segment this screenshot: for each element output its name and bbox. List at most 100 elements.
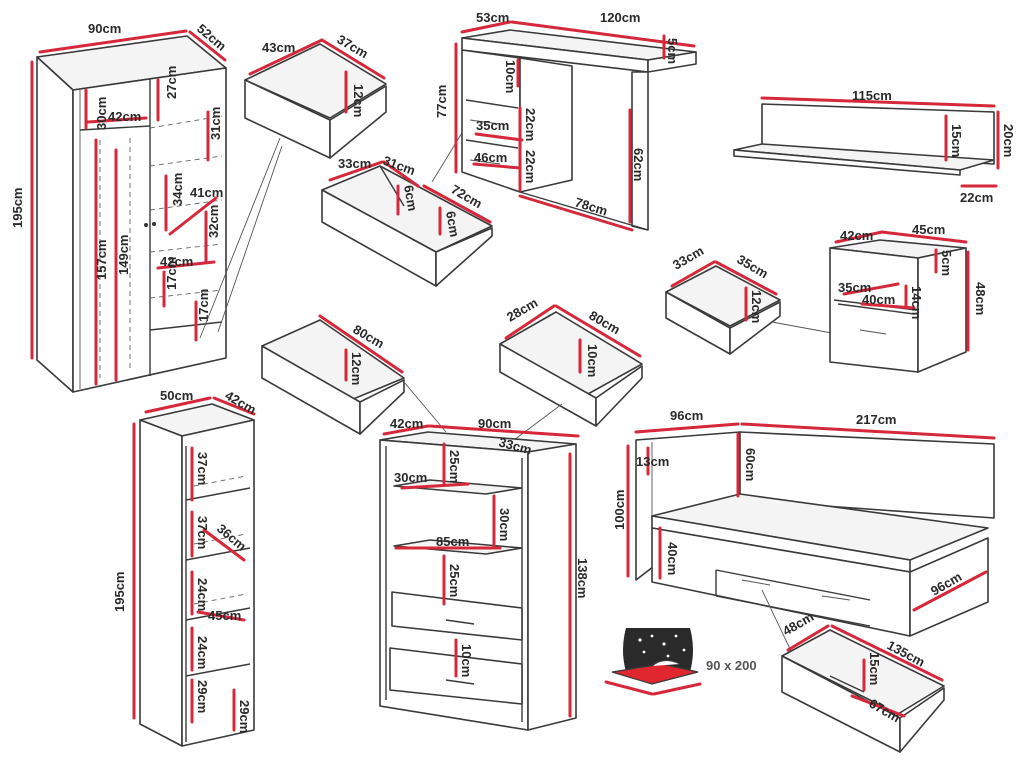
wardrobe-31-label: 31cm: [208, 107, 223, 140]
tall-29a-label: 29cm: [195, 680, 210, 713]
bk-90-label: 90cm: [478, 416, 511, 431]
desk-5-label: 5cm: [665, 38, 680, 64]
shelf-22-label: 22cm: [960, 190, 993, 205]
wardrobe-side: [36, 56, 74, 393]
ns-45-label: 45cm: [912, 222, 945, 237]
wardrobe-17b-label: 17cm: [196, 289, 211, 322]
desk-62-label: 62cm: [631, 148, 646, 181]
bdr-side: [359, 379, 405, 435]
bk-30b-label: 30cm: [497, 508, 512, 541]
bk-42-label: 42cm: [390, 416, 423, 431]
desk-53-label: 53cm: [476, 10, 509, 25]
ns-drawer-35-label: 35cm: [735, 252, 771, 282]
ns-14-label: 14cm: [909, 286, 924, 319]
wardrobe-32-label: 32cm: [206, 205, 221, 238]
ns-40-label: 40cm: [862, 292, 895, 307]
bk-10-label: 10cm: [459, 644, 474, 677]
wardrobe-height-label: 195cm: [10, 188, 25, 228]
drawer2-33-label: 33cm: [338, 156, 371, 171]
desk: 53cm 120cm 5cm 77cm 10cm 35cm 22cm 46cm …: [434, 10, 697, 232]
bed-96a-label: 96cm: [670, 408, 703, 423]
bd-48-label: 48cm: [780, 609, 816, 639]
bed-end: [909, 537, 989, 637]
wardrobe-drawer: 43cm 37cm 12cm: [244, 32, 387, 159]
desk-120-label: 120cm: [600, 10, 640, 25]
bed-drawer-side: [899, 687, 945, 753]
tall-37b-label: 37cm: [195, 516, 210, 549]
wardrobe-27-label: 27cm: [164, 66, 179, 99]
ns-42-label: 42cm: [840, 228, 873, 243]
bk-85-label: 85cm: [436, 534, 469, 549]
bed-13-label: 13cm: [636, 454, 669, 469]
bdr2-10-label: 10cm: [585, 344, 600, 377]
wardrobe-157-label: 157cm: [94, 240, 109, 280]
drawer1-inside: [244, 43, 387, 119]
bdr2-side: [595, 365, 643, 427]
shelf-base-front: [733, 149, 961, 176]
ns-side: [917, 247, 967, 373]
bed-217-label: 217cm: [856, 412, 896, 427]
drawer1-12-label: 12cm: [351, 84, 366, 117]
drawer2-6a-label: 6cm: [401, 184, 420, 212]
bk-25a-label: 25cm: [447, 450, 462, 483]
tall-shelf: 50cm 42cm 195cm 37cm 37cm 36cm 24cm 45cm…: [112, 388, 259, 747]
bed-40-label: 40cm: [665, 542, 680, 575]
tall-24b-label: 24cm: [195, 636, 210, 669]
ns-drawer-12-label: 12cm: [749, 290, 764, 323]
drawer1-side: [329, 85, 387, 159]
ns-48-label: 48cm: [973, 282, 988, 315]
tall-24a-label: 24cm: [195, 578, 210, 611]
bed: 96cm 217cm 13cm 60cm 100cm 40cm 96cm: [612, 408, 996, 637]
wardrobe-42b-label: 42cm: [160, 254, 193, 269]
desk-10-label: 10cm: [503, 60, 518, 93]
ns-front: [829, 247, 919, 373]
drawer2-side: [435, 227, 493, 287]
wardrobe-149-label: 149cm: [116, 235, 131, 275]
bookcase-drawer-right: 28cm 80cm 10cm: [499, 295, 643, 427]
drawer2-6b-label: 6cm: [443, 210, 462, 238]
tall-37a-label: 37cm: [195, 452, 210, 485]
bed-60-label: 60cm: [743, 448, 758, 481]
bed-100-label: 100cm: [612, 490, 627, 530]
nightstand: 42cm 45cm 5cm 35cm 40cm 14cm 48cm: [829, 222, 988, 373]
tall-29b-label: 29cm: [237, 700, 252, 733]
shelf-115-label: 115cm: [852, 88, 892, 103]
tall-front: [181, 419, 255, 747]
ns-drawer-side: [729, 301, 781, 355]
wardrobe-34-label: 34cm: [170, 173, 185, 206]
wardrobe: 90cm 52cm 195cm 30cm 42cm 27cm 31cm 34cm…: [10, 21, 229, 393]
desk-46-label: 46cm: [474, 150, 507, 165]
bd-15-label: 15cm: [867, 652, 882, 685]
wardrobe-30-label: 30cm: [94, 97, 109, 130]
tall-side: [139, 419, 183, 747]
drawer1-43-label: 43cm: [262, 40, 295, 55]
nightstand-drawer: 33cm 35cm 12cm: [665, 243, 781, 355]
desk-77-label: 77cm: [434, 85, 449, 118]
tall-195-label: 195cm: [112, 572, 127, 612]
wardrobe-42a-label: 42cm: [108, 109, 141, 124]
bk-30a-label: 30cm: [394, 470, 427, 485]
wardrobe-width-label: 90cm: [88, 21, 121, 36]
bookcase-drawer-left: 80cm 12cm: [261, 314, 405, 435]
bdr2-80-label: 80cm: [587, 308, 623, 338]
desk-35-label: 35cm: [476, 118, 509, 133]
bk-138-label: 138cm: [575, 558, 590, 598]
desk-22a-label: 22cm: [523, 108, 538, 141]
desk-top-side: [647, 51, 697, 73]
ns-drawer-inside: [665, 265, 781, 327]
wardrobe-41-label: 41cm: [190, 185, 223, 200]
bookcase: 42cm 90cm 33cm 30cm 25cm 30cm 85cm 25cm …: [379, 416, 590, 731]
tall-50-label: 50cm: [160, 388, 193, 403]
tall-45-label: 45cm: [208, 608, 241, 623]
ns-5-label: 5cm: [939, 250, 954, 276]
bdr-12-label: 12cm: [349, 352, 364, 385]
shelf-15-label: 15cm: [949, 124, 964, 157]
mattress-red: [611, 663, 699, 685]
shelf-20-label: 20cm: [1001, 124, 1016, 157]
bookcase-side: [527, 443, 577, 731]
mattress-size-label: 90 x 200: [706, 658, 757, 673]
desk-22b-label: 22cm: [523, 150, 538, 183]
bed-back-panel: [739, 431, 995, 519]
